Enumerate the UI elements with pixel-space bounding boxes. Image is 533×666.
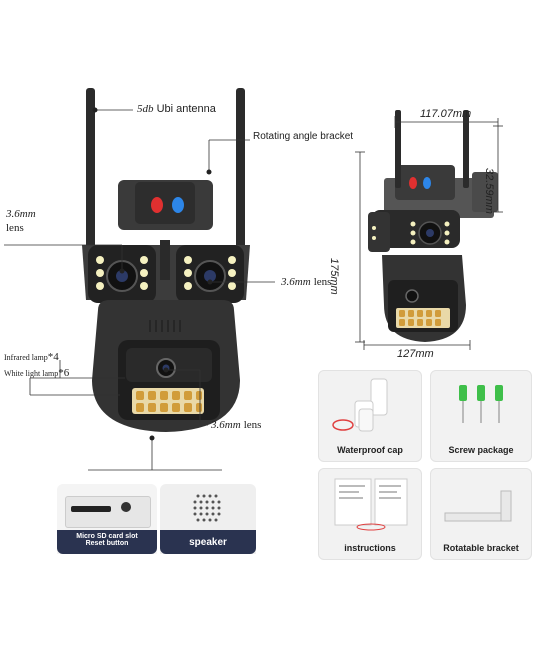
bracket-label: Rotating angle bracket (253, 131, 354, 142)
bottom-lens-label: 3.6mm lens (211, 419, 262, 431)
sd-slot-caption: Micro SD card slot Reset button (57, 530, 157, 554)
dim-height: 175mm (328, 258, 340, 295)
accessory-card-waterproof: Waterproof cap (318, 370, 422, 462)
antenna-label: 5db Ubi antenna (137, 103, 216, 115)
left-lens-word: lens (6, 222, 24, 234)
left-lens-label: 3.6mm (6, 208, 36, 220)
antenna-right (236, 88, 245, 253)
rotatable-bracket-image (444, 490, 512, 522)
accessory-label: instructions (344, 543, 396, 553)
accessory-card-screws: Screw package (430, 370, 532, 462)
accessory-label: Waterproof cap (337, 445, 403, 455)
accessory-card-bracket: Rotatable bracket (430, 468, 532, 560)
speaker-caption: speaker (160, 530, 256, 554)
white-light-label: White light lamp*6 (4, 367, 70, 379)
accessory-card-instructions: instructions (318, 468, 422, 560)
red-light (151, 197, 163, 213)
dim-width-bottom: 127mm (397, 348, 434, 360)
dim-depth: 32.59mm (483, 168, 495, 214)
infrared-label: Infrared lamp*4 (4, 351, 59, 363)
instructions-image (334, 478, 408, 531)
accessory-label: Screw package (448, 445, 514, 455)
right-lens-label: 3.6mm lens (281, 276, 332, 288)
screw-package-image (459, 385, 503, 423)
accessory-label: Rotatable bracket (443, 543, 519, 553)
speaker-grille-icon (193, 494, 221, 522)
blue-light (172, 197, 184, 213)
antenna-left (86, 88, 95, 253)
dim-width-top: 117.07mm (420, 108, 472, 120)
waterproof-cap-image (332, 378, 388, 432)
